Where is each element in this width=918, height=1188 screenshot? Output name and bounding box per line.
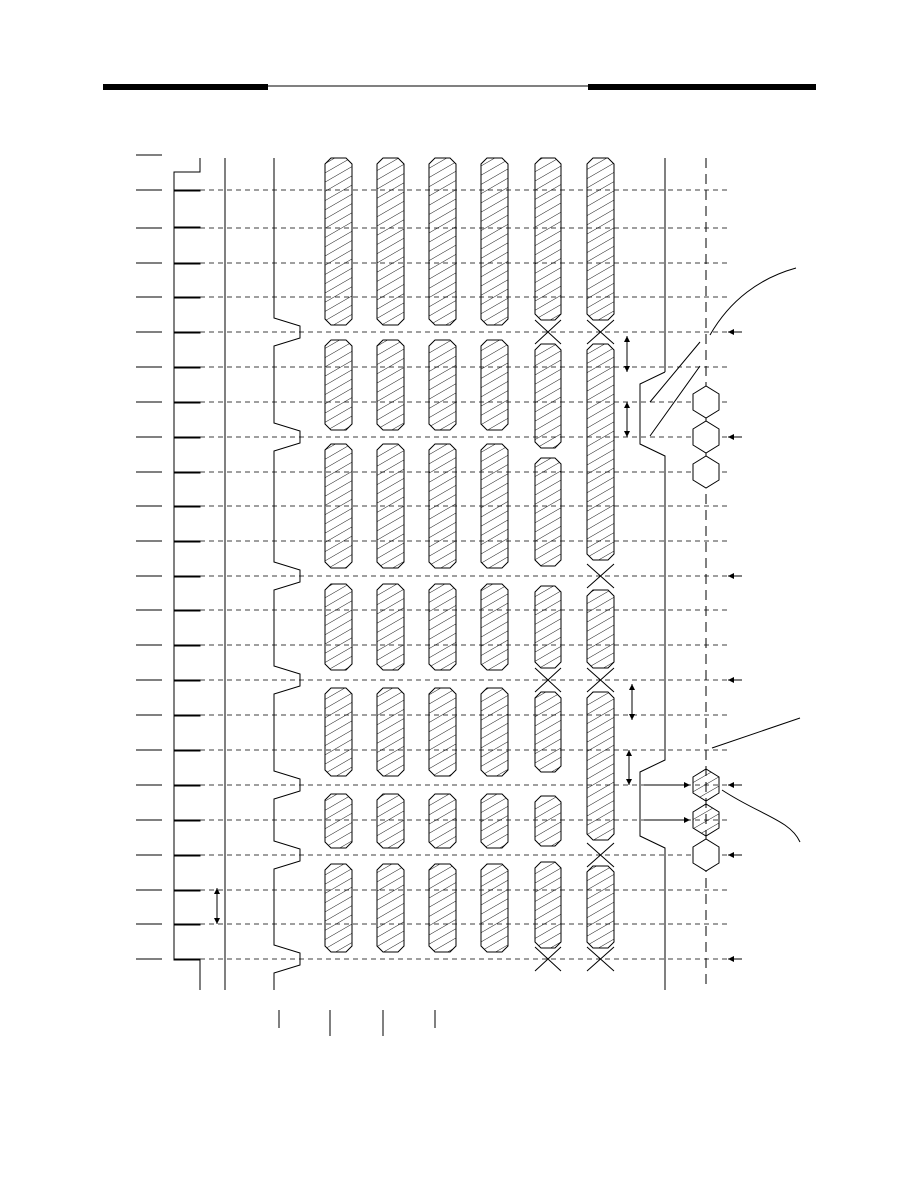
arrowhead bbox=[728, 956, 734, 962]
bus-f-segment bbox=[586, 691, 615, 841]
bus-a-segment bbox=[324, 793, 353, 849]
bus-f-transition bbox=[586, 667, 615, 693]
bus-f-transition bbox=[586, 842, 615, 868]
bus-c-segment bbox=[428, 687, 457, 777]
bus-c-segment bbox=[428, 339, 457, 431]
data-hex-cell-hatched bbox=[692, 803, 720, 837]
bus-a-segment bbox=[324, 863, 353, 953]
header-rule bbox=[103, 84, 816, 90]
bus-e-segment bbox=[534, 343, 562, 449]
bus-b-segment bbox=[376, 863, 405, 953]
bus-d-segment bbox=[480, 443, 509, 569]
strobe-trace bbox=[273, 158, 301, 990]
bus-e-segment bbox=[534, 691, 562, 773]
bus-e-segment bbox=[534, 157, 562, 321]
bus-c-segment bbox=[428, 443, 457, 569]
arrowhead bbox=[728, 677, 734, 683]
static-signal-lines bbox=[224, 158, 707, 990]
leader-line bbox=[649, 341, 701, 437]
arrowhead bbox=[684, 817, 690, 823]
bus-e-transition bbox=[534, 319, 562, 345]
bus-f-segment bbox=[586, 589, 615, 669]
bus-e-transition bbox=[534, 946, 562, 972]
arrowhead bbox=[728, 782, 734, 788]
leader-line bbox=[709, 267, 797, 336]
bus-e-segment bbox=[534, 861, 562, 949]
bus-d-segment bbox=[480, 687, 509, 777]
arrowhead bbox=[728, 573, 734, 579]
arrowhead bbox=[728, 434, 734, 440]
leader-line bbox=[721, 789, 801, 843]
bus-b-segment bbox=[376, 443, 405, 569]
bus-d-segment bbox=[480, 339, 509, 431]
bus-e-transition bbox=[534, 667, 562, 693]
bus-a-segment bbox=[324, 687, 353, 777]
strobe-waveform bbox=[273, 158, 301, 990]
bus-a-segment bbox=[324, 157, 353, 326]
bus-d-segment bbox=[480, 793, 509, 849]
bus-b-segment bbox=[376, 339, 405, 431]
bus-b-segment bbox=[376, 793, 405, 849]
bus-waveforms bbox=[324, 157, 615, 972]
bus-f-transition bbox=[586, 946, 615, 972]
bus-a-segment bbox=[324, 443, 353, 569]
leader-line bbox=[711, 717, 801, 749]
bottom-signal-stubs bbox=[278, 1010, 436, 1036]
bus-d-segment bbox=[480, 157, 509, 326]
data-hex-cell bbox=[692, 455, 720, 489]
bus-a-segment bbox=[324, 583, 353, 671]
left-tick-marks bbox=[136, 154, 162, 960]
bus-b-segment bbox=[376, 583, 405, 671]
bus-e-segment bbox=[534, 795, 562, 847]
bus-f-segment bbox=[586, 865, 615, 949]
bus-b-segment bbox=[376, 157, 405, 326]
select-signal-trace bbox=[639, 371, 666, 990]
cycle-gridlines bbox=[200, 189, 730, 960]
bus-e-segment bbox=[534, 457, 562, 567]
data-hex-cell-hatched bbox=[692, 768, 720, 802]
arrowhead bbox=[728, 852, 734, 858]
clock-waveform bbox=[173, 158, 201, 990]
bus-f-segment bbox=[586, 343, 615, 561]
bus-f-segment bbox=[586, 157, 615, 321]
data-hex-cell bbox=[692, 420, 720, 454]
bus-f-transition bbox=[586, 319, 615, 345]
bus-e-segment bbox=[534, 585, 562, 669]
arrowhead bbox=[684, 782, 690, 788]
bus-c-segment bbox=[428, 793, 457, 849]
bus-c-segment bbox=[428, 863, 457, 953]
arrowhead bbox=[728, 329, 734, 335]
bus-d-segment bbox=[480, 583, 509, 671]
bus-c-segment bbox=[428, 157, 457, 326]
bus-f-transition bbox=[586, 563, 615, 589]
bus-c-segment bbox=[428, 583, 457, 671]
bus-a-segment bbox=[324, 339, 353, 431]
data-hex-cell bbox=[692, 838, 720, 872]
bus-d-segment bbox=[480, 863, 509, 953]
bus-b-segment bbox=[376, 687, 405, 777]
clock-trace bbox=[173, 158, 201, 990]
right-annotation-area bbox=[214, 267, 801, 990]
data-hex-cell bbox=[692, 385, 720, 419]
